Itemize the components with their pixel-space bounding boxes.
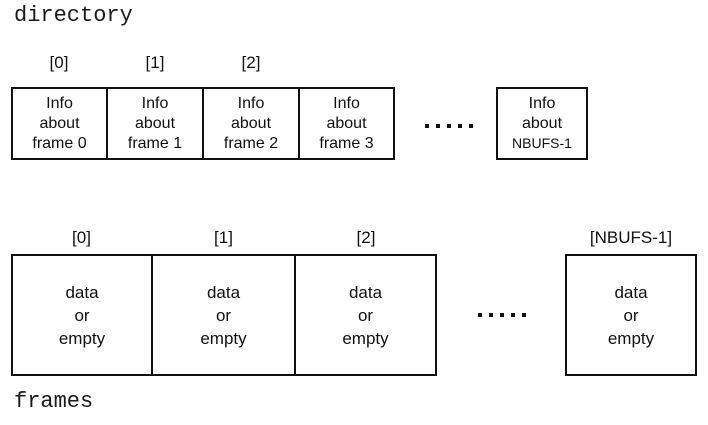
directory-cell-0-line-1: Info — [46, 94, 73, 112]
directory-cell-last: Info about NBUFS-1 — [496, 87, 588, 160]
directory-index-label-0: [0] — [49, 53, 69, 72]
directory-index-label-2: [2] — [241, 53, 261, 72]
ellipsis-dot — [425, 124, 429, 128]
directory-cell-last-line-1: Info — [528, 95, 556, 112]
directory-caption: directory — [14, 3, 133, 28]
frames-cell-2-line-2: or — [357, 305, 374, 325]
ellipsis-dot — [447, 124, 451, 128]
directory-cell-1-line-2: about — [134, 114, 176, 132]
ellipsis-dot — [511, 313, 515, 317]
frames-cell-1-line-2: or — [215, 305, 232, 325]
directory-cell-3-line-2: about — [326, 114, 367, 132]
frames-cell-last-line-1: data — [614, 282, 648, 302]
frames-cell-2: data or empty — [295, 254, 437, 376]
directory-cell-3-line-1: Info — [333, 94, 360, 112]
directory-cell-3: Info about frame 3 — [299, 87, 395, 160]
ellipsis-dot — [436, 124, 440, 128]
frames-cell-0: data or empty — [11, 254, 152, 376]
frames-index-label-1: [1] — [214, 228, 233, 247]
directory-cell-3-line-3: frame 3 — [319, 134, 374, 152]
frames-cell-1-line-1: data — [206, 282, 241, 302]
ellipsis-dot — [469, 124, 473, 128]
directory-ellipsis — [425, 124, 473, 128]
frames-index-label-last: [NBUFS-1] — [589, 228, 673, 247]
directory-cell-0-line-2: about — [39, 114, 80, 132]
frames-cell-last: data or empty — [565, 254, 697, 376]
directory-cell-1-line-3: frame 1 — [127, 134, 183, 152]
frames-cell-1: data or empty — [152, 254, 295, 376]
ellipsis-dot — [489, 313, 493, 317]
frames-cell-last-line-3: empty — [607, 328, 655, 348]
directory-cell-2-line-2: about — [230, 114, 272, 132]
frames-caption: frames — [14, 389, 94, 414]
ellipsis-dot — [478, 313, 482, 317]
directory-cell-0-line-3: frame 0 — [32, 134, 87, 152]
frames-ellipsis — [478, 313, 526, 317]
directory-cell-last-line-3: NBUFS-1 — [512, 135, 572, 151]
frames-cell-2-line-1: data — [348, 282, 383, 302]
frames-cell-last-line-2: or — [623, 305, 639, 325]
directory-cell-1-line-1: Info — [141, 94, 169, 112]
directory-cell-0: Info about frame 0 — [11, 87, 107, 160]
frames-cell-0-line-1: data — [65, 282, 99, 302]
ellipsis-dot — [522, 313, 526, 317]
directory-cell-1: Info about frame 1 — [107, 87, 203, 160]
directory-cell-2: Info about frame 2 — [203, 87, 299, 160]
directory-cell-2-line-1: Info — [237, 94, 265, 112]
frames-cell-0-line-3: empty — [58, 328, 106, 348]
frames-index-label-0: [0] — [72, 228, 91, 247]
frames-index-label-2: [2] — [356, 228, 376, 247]
directory-index-label-1: [1] — [145, 53, 165, 72]
directory-cell-2-line-3: frame 2 — [223, 134, 279, 152]
frames-cell-2-line-3: empty — [342, 328, 389, 348]
ellipsis-dot — [458, 124, 462, 128]
ellipsis-dot — [500, 313, 504, 317]
frames-cell-1-line-3: empty — [200, 328, 247, 348]
frames-cell-0-line-2: or — [74, 305, 90, 325]
directory-cell-last-line-2: about — [521, 115, 563, 132]
